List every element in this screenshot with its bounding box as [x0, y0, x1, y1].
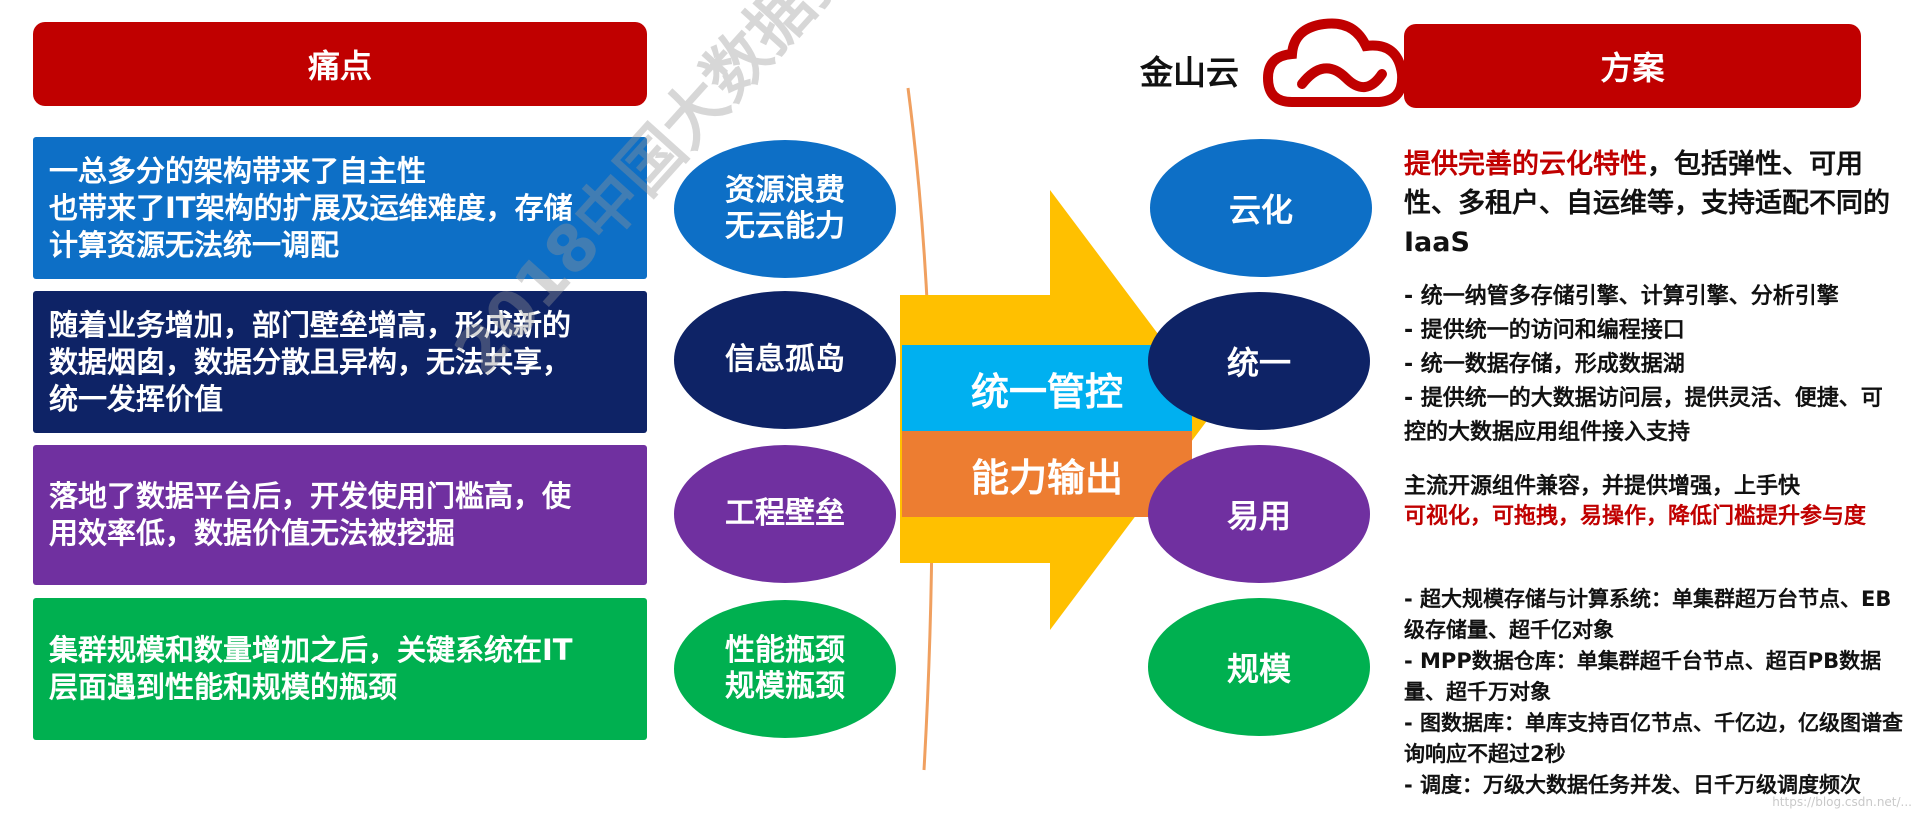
approach-ellipse-scale: 规模 — [1148, 598, 1370, 736]
problem-label: 信息孤岛 — [725, 342, 845, 377]
solution-scale: - 超大规模存储与计算系统：单集群超万台节点、EB级存储量、超千亿对象 - MP… — [1404, 584, 1904, 801]
approach-label: 易用 — [1226, 497, 1291, 535]
pain-point-4: 集群规模和数量增加之后，关键系统在IT 层面遇到性能和规模的瓶颈 — [33, 598, 647, 740]
solution-header-label: 方案 — [1600, 49, 1665, 87]
problem-label: 资源浪费 无云能力 — [725, 173, 845, 244]
brand-name: 金山云 — [1140, 53, 1239, 92]
pain-point-2: 随着业务增加，部门壁垒增高，形成新的 数据烟囱，数据分散且异构，无法共享， 统一… — [33, 291, 647, 433]
solution-unified-item: - 提供统一的访问和编程接口 — [1404, 318, 1685, 343]
problem-ellipse-2: 信息孤岛 — [674, 291, 896, 429]
solution-unified: - 统一纳管多存储引擎、计算引擎、分析引擎 - 提供统一的访问和编程接口 - 统… — [1404, 280, 1904, 450]
solution-easy: 主流开源组件兼容，并提供增强，上手快 可视化，可拖拽，易操作，降低门槛提升参与度 — [1404, 472, 1904, 532]
solution-unified-item: - 统一数据存储，形成数据湖 — [1404, 352, 1685, 377]
solution-header: 方案 — [1404, 24, 1861, 108]
problem-ellipse-3: 工程壁垒 — [674, 445, 896, 583]
pain-point-text: 一总多分的架构带来了自主性 也带来了IT架构的扩展及运维难度，存储 计算资源无法… — [49, 153, 573, 262]
solution-unified-item: - 提供统一的大数据访问层，提供灵活、便捷、可控的大数据应用组件接入支持 — [1404, 386, 1883, 445]
approach-ellipse-easy: 易用 — [1148, 445, 1370, 583]
cloud-logo-icon — [1262, 18, 1408, 107]
solution-scale-item: - 超大规模存储与计算系统：单集群超万台节点、EB级存储量、超千亿对象 — [1404, 587, 1892, 642]
band-label: 统一管控 — [970, 369, 1123, 414]
pain-header: 痛点 — [33, 22, 647, 106]
problem-label: 性能瓶颈 规模瓶颈 — [725, 633, 845, 704]
band-capability-output: 能力输出 — [902, 431, 1192, 517]
pain-header-label: 痛点 — [307, 47, 372, 85]
band-label: 能力输出 — [970, 455, 1123, 500]
approach-ellipse-cloud: 云化 — [1150, 139, 1372, 277]
solution-scale-item: - MPP数据仓库：单集群超千台节点、超百PB数据量、超千万对象 — [1404, 649, 1882, 704]
pain-point-3: 落地了数据平台后，开发使用门槛高，使 用效率低，数据价值无法被挖掘 — [33, 445, 647, 585]
approach-ellipse-unified: 统一 — [1148, 292, 1370, 430]
pain-point-1: 一总多分的架构带来了自主性 也带来了IT架构的扩展及运维难度，存储 计算资源无法… — [33, 137, 647, 279]
solution-scale-item: - 图数据库：单库支持百亿节点、千亿边，亿级图谱查询响应不超过2秒 — [1404, 711, 1904, 766]
solution-easy-highlight: 可视化，可拖拽，易操作，降低门槛提升参与度 — [1404, 504, 1867, 529]
approach-label: 规模 — [1226, 650, 1291, 688]
footer-watermark: https://blog.csdn.net/... — [1772, 795, 1912, 809]
solution-cloud-text: ，包括弹性、可用性、多租户、自运维等，支持适配不同的IaaS — [1404, 149, 1890, 258]
pain-point-text: 落地了数据平台后，开发使用门槛高，使 用效率低，数据价值无法被挖掘 — [49, 479, 572, 550]
approach-label: 云化 — [1228, 191, 1293, 229]
pain-point-text: 集群规模和数量增加之后，关键系统在IT 层面遇到性能和规模的瓶颈 — [49, 633, 573, 704]
solution-easy-text: 主流开源组件兼容，并提供增强，上手快 — [1404, 474, 1801, 499]
solution-unified-item: - 统一纳管多存储引擎、计算引擎、分析引擎 — [1404, 284, 1839, 309]
solution-cloud-highlight: 提供完善的云化特性 — [1404, 149, 1647, 180]
solution-scale-item: - 调度：万级大数据任务并发、日千万级调度频次 — [1404, 773, 1862, 797]
solution-cloud: 提供完善的云化特性，包括弹性、可用性、多租户、自运维等，支持适配不同的IaaS — [1404, 145, 1904, 262]
problem-label: 工程壁垒 — [725, 496, 845, 531]
problem-ellipse-1: 资源浪费 无云能力 — [674, 140, 896, 278]
problem-ellipse-4: 性能瓶颈 规模瓶颈 — [674, 600, 896, 738]
approach-label: 统一 — [1226, 344, 1291, 382]
band-unified-control: 统一管控 — [902, 345, 1192, 431]
pain-point-text: 随着业务增加，部门壁垒增高，形成新的 数据烟囱，数据分散且异构，无法共享， 统一… — [49, 307, 572, 416]
